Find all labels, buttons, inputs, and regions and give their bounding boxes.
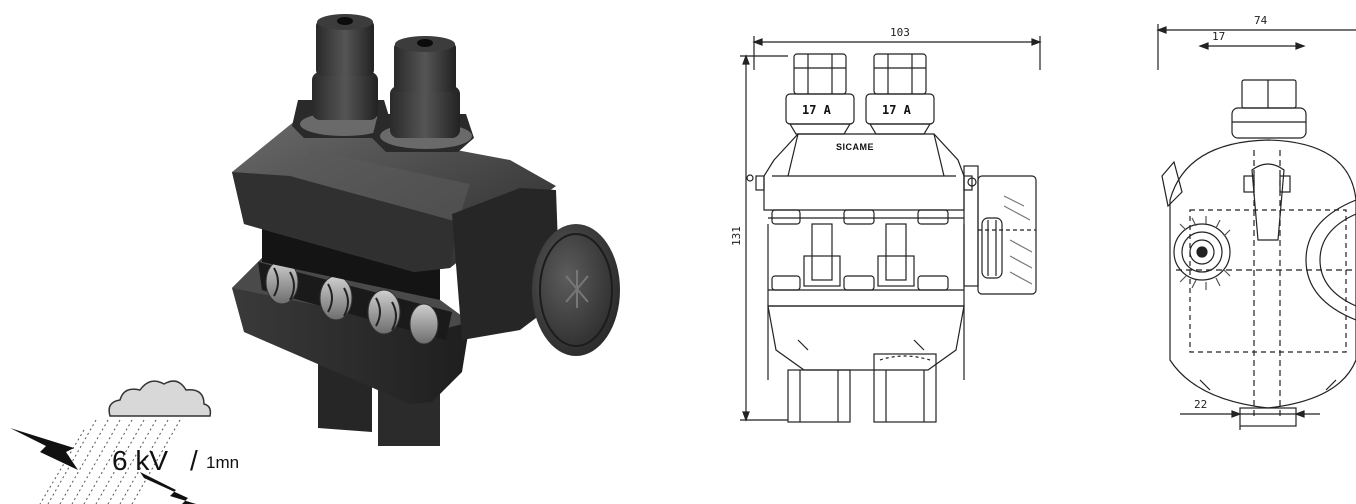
width-dimension-label: 74 [1254, 14, 1268, 27]
torque-label-left: 17 A [802, 103, 832, 117]
torque-label-right: 17 A [882, 103, 912, 117]
lower-body-outline [767, 305, 965, 371]
contact-teeth [258, 262, 452, 340]
voltage-separator: / [190, 445, 198, 476]
lightning-bolt-icon [140, 472, 196, 504]
rain-cloud-icon [108, 380, 212, 417]
lightning-bolt-icon [10, 428, 78, 470]
voltage-value: 6 kV [112, 445, 168, 476]
connector-photo: 6 kV / 1mn [10, 14, 620, 504]
torque-bolt-right [372, 36, 474, 152]
test-duration: 1mn [206, 453, 239, 472]
width-dimension-label: 103 [890, 26, 910, 39]
front-view-drawing: 103 131 17 A 17 A SICAME [728, 0, 1068, 504]
side-view-drawing: 74 17 22 [1140, 0, 1356, 504]
product-photo-panel: 6 kV / 1mn [10, 14, 620, 504]
cap-logo-icon [565, 270, 589, 308]
base-dimension-label: 22 [1194, 398, 1207, 411]
torque-bolt-left [292, 14, 392, 138]
nut-dimension-label: 17 [1212, 30, 1225, 43]
brand-label: SICAME [836, 142, 874, 152]
side-body-outline [1169, 139, 1356, 409]
height-dimension-label: 131 [730, 226, 743, 246]
side-view-svg: 74 17 22 [1156, 14, 1356, 430]
rain-hatching-icon [39, 419, 181, 504]
front-view-svg: 103 131 17 A 17 A SICAME [730, 26, 1042, 423]
voltage-rating-badge: 6 kV / 1mn [10, 380, 239, 504]
